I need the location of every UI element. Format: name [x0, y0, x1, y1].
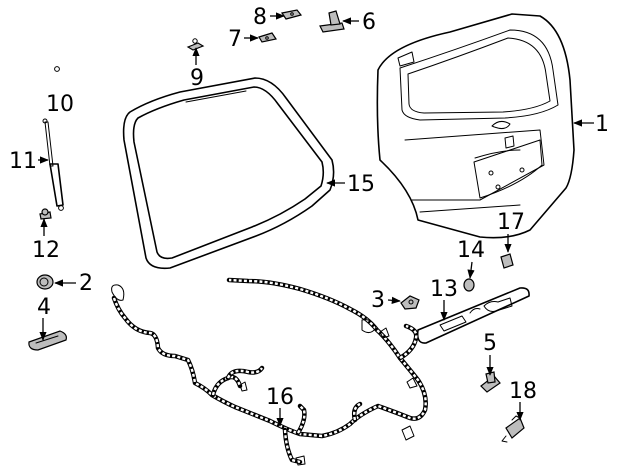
guide-pad-part [28, 330, 67, 351]
leader-lines [38, 12, 594, 427]
callout-10: 10 [46, 92, 74, 117]
pin-part [54, 66, 60, 72]
bumper-part [36, 274, 54, 290]
callout-12: 12 [32, 238, 60, 263]
bracket-small-part [258, 32, 277, 43]
bracket-part [281, 9, 303, 20]
callout-7: 7 [228, 27, 242, 52]
callout-16: 16 [266, 385, 294, 410]
liftgate-part [376, 13, 575, 239]
grommet-part [463, 278, 475, 292]
callout-5: 5 [483, 331, 497, 356]
callout-3: 3 [371, 288, 385, 313]
hinge-part [319, 10, 345, 33]
clip-small-part [500, 253, 514, 269]
callout-6: 6 [362, 10, 376, 35]
callout-18: 18 [509, 379, 537, 404]
wiring-harness-part [111, 277, 428, 466]
stopper-part [186, 38, 205, 51]
callout-4: 4 [37, 295, 51, 320]
callout-17: 17 [497, 210, 525, 235]
callout-15: 15 [347, 172, 375, 197]
callout-8: 8 [253, 5, 267, 30]
support-strut-part [42, 118, 64, 211]
callout-9: 9 [190, 66, 204, 91]
connector-part [501, 415, 525, 443]
callout-14: 14 [457, 238, 485, 263]
liftgate-glass-part [122, 77, 335, 270]
ball-stud-part [39, 208, 52, 220]
clip-part [400, 295, 420, 310]
callout-1: 1 [595, 112, 609, 137]
callout-2: 2 [79, 271, 93, 296]
callout-labels: 1 2 3 4 5 6 7 8 9 10 11 12 13 14 15 16 1… [9, 5, 609, 410]
callout-13: 13 [430, 277, 458, 302]
callout-11: 11 [9, 149, 37, 174]
